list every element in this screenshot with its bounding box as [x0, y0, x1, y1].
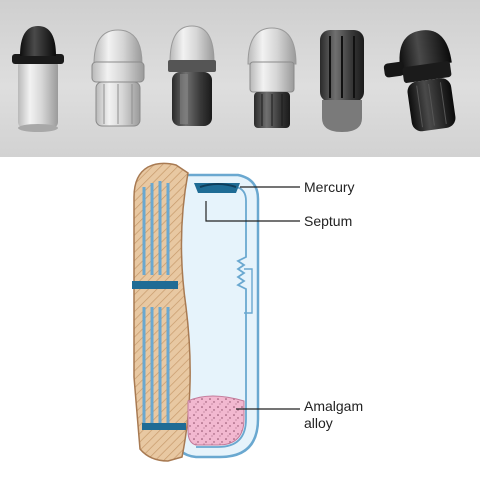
body-step [244, 268, 253, 314]
capsule-4 [247, 27, 297, 128]
inner-wall [196, 186, 247, 448]
amalgam-alloy [187, 395, 245, 446]
label-septum: Septum [304, 213, 352, 229]
capsule-3 [168, 25, 216, 126]
label-mercury: Mercury [304, 179, 355, 195]
label-amalgam-alloy-line1: Amalgam [304, 398, 363, 414]
mercury-pocket [199, 183, 237, 188]
leader-lines [205, 186, 300, 410]
capsule-photo [0, 0, 480, 157]
capsule-cutaway-diagram: Mercury Septum Amalgam alloy [132, 162, 363, 462]
capsule-2 [91, 29, 145, 127]
upper-lock-band [132, 281, 178, 289]
plunger [133, 162, 191, 462]
capsule-5 [320, 30, 364, 132]
capsule-1 [12, 26, 64, 132]
capsule-6 [383, 30, 456, 132]
pestle-tubes [142, 181, 170, 425]
label-amalgam-alloy-line2: alloy [304, 415, 333, 431]
lower-lock-band [142, 423, 186, 430]
